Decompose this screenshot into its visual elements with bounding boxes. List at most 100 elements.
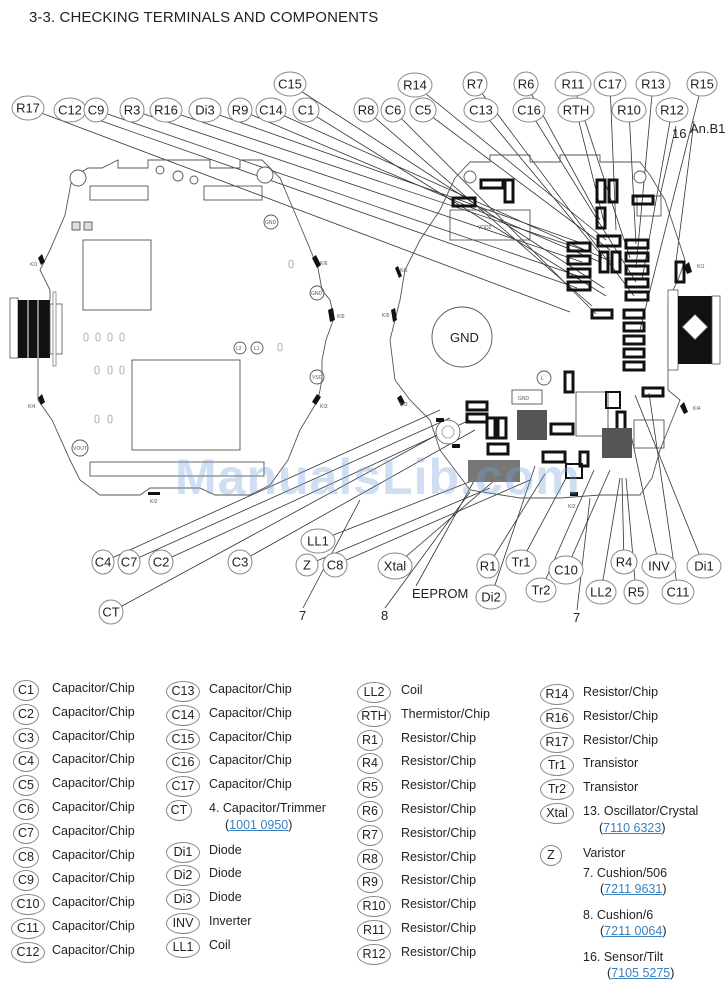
legend-extra-item: 8. Cushion/6(7211 0064) bbox=[583, 908, 667, 938]
legend-code-badge: R16 bbox=[540, 707, 574, 729]
leader-line-c17 bbox=[609, 83, 617, 231]
legend-code-badge: C8 bbox=[13, 846, 39, 868]
callout-r6: R6 bbox=[513, 71, 539, 97]
paren-close: ) bbox=[662, 882, 667, 896]
legend-description: Resistor/Chip bbox=[401, 754, 477, 769]
legend-code-badge: R9 bbox=[357, 872, 383, 894]
left-board bbox=[37, 159, 335, 496]
callout-label: R3 bbox=[124, 103, 141, 118]
callout-r1: R1 bbox=[476, 553, 500, 579]
board-label-ki2: KI2 bbox=[150, 499, 158, 505]
legend-code-badge: C6 bbox=[13, 799, 39, 820]
part-number-link[interactable]: 7110 6323 bbox=[603, 821, 662, 835]
legend-code-badge: C2 bbox=[13, 703, 39, 725]
callout-label: RTH bbox=[563, 103, 589, 118]
legend-description: 13. Oscillator/Crystal bbox=[583, 804, 699, 818]
paren-close: ) bbox=[670, 966, 675, 980]
callout-label: R10 bbox=[617, 103, 641, 118]
callout-inv: INV bbox=[641, 553, 677, 579]
callout-label: C13 bbox=[469, 103, 493, 118]
right-board-trimmer bbox=[435, 418, 461, 448]
leader-line-cushion_mid bbox=[384, 491, 471, 609]
callout-c6: C6 bbox=[380, 97, 406, 123]
legend-code-badge: R17 bbox=[540, 731, 574, 753]
legend-code-badge: C4 bbox=[13, 751, 39, 773]
callout-xtal: Xtal bbox=[377, 552, 413, 580]
board-label-gnd-pad1: GND bbox=[265, 220, 277, 226]
legend-code-badge: R12 bbox=[357, 943, 391, 965]
legend-description: Resistor/Chip bbox=[401, 730, 477, 745]
board-label-ki6: KI6 bbox=[400, 268, 408, 274]
legend-description: Capacitor/Chip bbox=[52, 704, 135, 719]
callout-label: C11 bbox=[667, 585, 690, 600]
leader-line-c7 bbox=[128, 417, 451, 563]
part-number-link[interactable]: 7211 9631 bbox=[604, 882, 663, 896]
leader-line-r9 bbox=[239, 109, 601, 263]
board-label-l2: L2 bbox=[236, 346, 242, 352]
part-number-link[interactable]: 1001 0950 bbox=[229, 818, 289, 832]
callout-c10: C10 bbox=[548, 555, 584, 585]
callout-label: C5 bbox=[415, 103, 432, 118]
right-board-clips bbox=[391, 262, 692, 496]
board-label-ki4: KI4 bbox=[28, 404, 36, 410]
legend-description: Capacitor/Chip bbox=[52, 895, 135, 910]
leader-line-xtal bbox=[394, 479, 496, 567]
paren-close: ) bbox=[288, 818, 293, 832]
callout-label: R11 bbox=[562, 77, 585, 92]
paren-open: ( bbox=[607, 966, 612, 980]
board-label-gnd-small: GND bbox=[518, 396, 530, 402]
legend-description: Capacitor/Chip bbox=[52, 823, 135, 838]
legend-description: Capacitor/Chip bbox=[52, 728, 135, 743]
callout-label: R6 bbox=[518, 77, 535, 92]
callout-label: C14 bbox=[259, 103, 283, 118]
callout-r15: R15 bbox=[686, 71, 718, 97]
paren-close: ) bbox=[662, 924, 667, 938]
legend-description: 7. Cushion/506 bbox=[583, 866, 668, 880]
legend-code-badge: C3 bbox=[13, 727, 39, 749]
callout-r11: R11 bbox=[554, 71, 592, 97]
right-board-labels: GND GND VDD2 L KI1 KI4 KI5 KI6 KI3 KI2 bbox=[382, 225, 705, 510]
legend-code-badge: R5 bbox=[357, 777, 383, 799]
callout-label: Di3 bbox=[195, 103, 215, 118]
legend-code-badge: C17 bbox=[166, 776, 200, 798]
pcb-diagram: KI1 KI4 KI6 KI5 KI3 KI2 GND GND VSC VOUT… bbox=[9, 71, 725, 625]
callout-label: R5 bbox=[628, 585, 645, 600]
callout-di3: Di3 bbox=[188, 97, 222, 123]
legend-description: Resistor/Chip bbox=[401, 849, 477, 864]
legend-extra-item: 7. Cushion/506(7211 9631) bbox=[583, 866, 667, 896]
legend-part-number: (7105 5275) bbox=[607, 966, 674, 980]
part-number-link[interactable]: 7105 5275 bbox=[611, 966, 671, 980]
legend-code-badge: C1 bbox=[13, 680, 39, 701]
callout-r4: R4 bbox=[610, 549, 638, 575]
callout-label: R16 bbox=[154, 103, 178, 118]
callout-label: C7 bbox=[121, 555, 138, 570]
legend-code-badge: Tr1 bbox=[540, 755, 574, 777]
leader-line-c13 bbox=[480, 109, 603, 257]
board-label-ki3: KI3 bbox=[320, 404, 328, 410]
legend-code-badge: Xtal bbox=[540, 803, 574, 824]
legend-description: Resistor/Chip bbox=[401, 944, 477, 959]
callout-label: R1 bbox=[480, 559, 497, 574]
legend-description: 4. Capacitor/Trimmer bbox=[209, 801, 326, 815]
legend-description: Resistor/Chip bbox=[583, 732, 659, 747]
legend-code-badge: Z bbox=[540, 844, 562, 866]
legend-code-badge: R10 bbox=[357, 896, 391, 918]
board-label-ki2: KI2 bbox=[568, 504, 576, 510]
leader-line-eeprom bbox=[415, 469, 481, 587]
legend-description: Resistor/Chip bbox=[583, 685, 659, 699]
legend-description: Capacitor/Chip bbox=[209, 729, 292, 744]
part-number-link[interactable]: 7211 0064 bbox=[604, 924, 663, 938]
callout-label: C10 bbox=[554, 563, 578, 578]
callout-r9: R9 bbox=[227, 97, 253, 123]
callout-rth: RTH bbox=[557, 97, 595, 123]
legend-description: Capacitor/Chip bbox=[52, 800, 135, 814]
legend-description: Varistor bbox=[583, 845, 626, 860]
leader-line-r8 bbox=[365, 109, 593, 307]
board-label-vout: VOUT bbox=[73, 446, 87, 452]
leader-line-ct bbox=[110, 429, 447, 613]
callout-r5: R5 bbox=[623, 579, 649, 605]
leader-line-di2 bbox=[490, 465, 536, 598]
callout-label: R17 bbox=[16, 101, 40, 116]
callout-label: C3 bbox=[232, 555, 249, 570]
